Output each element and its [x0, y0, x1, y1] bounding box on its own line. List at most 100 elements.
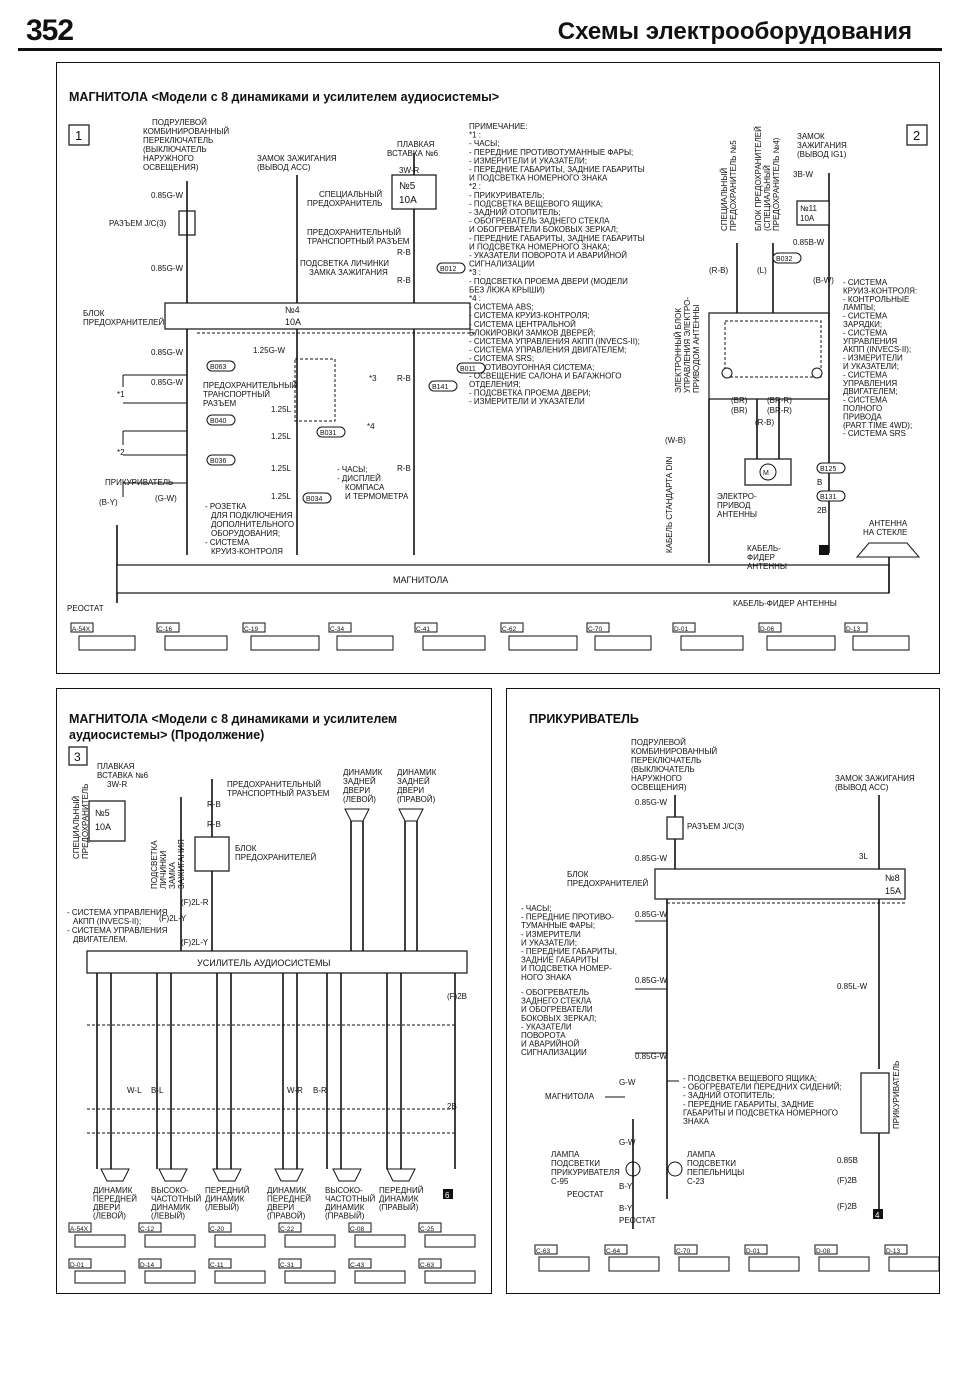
legend-conn-tag: [586, 622, 610, 633]
svg-text:НАРУЖНОГО: НАРУЖНОГО: [143, 154, 194, 163]
wire-code: (R-B): [755, 418, 774, 427]
circuit-item: - ОБОГРЕВАТЕЛИ ПЕРЕДНИХ СИДЕНИЙ;: [683, 1083, 842, 1092]
special-fuse5-label: СПЕЦИАЛЬНЫЙ ПРЕДОХРАНИТЕЛЬ №5: [720, 140, 738, 231]
fusible-link-label: ПЛАВКАЯ ВСТАВКА №6: [387, 140, 439, 158]
wire-code: B: [817, 478, 822, 487]
wire-code: R-B: [397, 374, 411, 383]
svg-text:ТРАНСПОРТНЫЙ РАЗЪЕМ: ТРАНСПОРТНЫЙ РАЗЪЕМ: [307, 237, 410, 246]
circuit-item: И АВАРИЙНОЙ: [521, 1040, 580, 1049]
circuit-item: - ПЕРЕДНИЕ ПРОТИВО-: [521, 913, 614, 922]
legend-conn-tag: [70, 622, 94, 633]
speaker-label: ПЕРЕДНЕЙ: [267, 1195, 311, 1204]
svg-text:- ЧАСЫ;: - ЧАСЫ;: [337, 465, 367, 474]
svg-text:ФИДЕР: ФИДЕР: [747, 553, 775, 562]
wire-code: 3W-R: [399, 166, 420, 175]
rheostat-label-3b: РЕОСТАТ: [619, 1216, 656, 1225]
legend-conn-id: C-20: [210, 1226, 224, 1233]
speaker-label: ВЫСОКО-: [151, 1186, 189, 1195]
splice-tag-frame: [816, 490, 846, 502]
system-item: - СИСТЕМА: [843, 370, 888, 379]
system-item: - СИСТЕМА: [843, 328, 888, 337]
speaker-label: ПЕРЕДНЕЙ: [93, 1195, 137, 1204]
legend-conn-id: C-08: [350, 1226, 364, 1233]
legend-conn-id: C-22: [280, 1226, 294, 1233]
fuse-block-box-2: [194, 836, 230, 872]
svg-text:ПЛАВКАЯ: ПЛАВКАЯ: [397, 140, 435, 149]
note-line: И ОБОГРЕВАТЕЛИ БОКОВЫХ ЗЕРКАЛ;: [469, 225, 618, 234]
splice-tag: B125: [820, 466, 836, 473]
legend-conn-id: C-63: [420, 1262, 434, 1269]
legend-conn-tag: [884, 1244, 908, 1255]
svg-text:ПЕПЕЛЬНИЦЫ: ПЕПЕЛЬНИЦЫ: [687, 1168, 744, 1177]
legend-conn-tag: [744, 1244, 768, 1255]
svg-text:(ВЫВОД ACC): (ВЫВОД ACC): [835, 783, 889, 792]
svg-text:C-23: C-23: [687, 1177, 705, 1186]
svg-text:ДОПОЛНИТЕЛЬНОГО: ДОПОЛНИТЕЛЬНОГО: [211, 520, 294, 529]
system-item: КРУИЗ-КОНТРОЛЯ:: [843, 286, 917, 295]
marker-3: *3: [369, 374, 377, 383]
wire-code: (BR): [731, 396, 748, 405]
lighter-box: [860, 1072, 890, 1134]
panel-radio-8-speakers: МАГНИТОЛА <Модели с 8 динамиками и усили…: [56, 62, 940, 674]
legend-conn-shape: [594, 635, 652, 651]
circuit-item: НОГО ЗНАКА: [521, 973, 572, 982]
system-item: ДВИГАТЕЛЕМ;: [843, 387, 898, 396]
system-item: УПРАВЛЕНИЯ: [843, 379, 897, 388]
circuit-item: - ЧАСЫ;: [521, 904, 551, 913]
wire-code: 1.25L: [271, 492, 292, 501]
circuit-item: ЗАДНИЕ ГАБАРИТЫ: [521, 956, 599, 965]
svg-text:ПРЕДОХРАНИТЕЛЬНЫЙ: ПРЕДОХРАНИТЕЛЬНЫЙ: [227, 780, 321, 789]
svg-text:ЛАМПА: ЛАМПА: [551, 1150, 580, 1159]
svg-text:КОМПАСА: КОМПАСА: [345, 483, 385, 492]
legend-conn-tag: [278, 1222, 302, 1233]
legend-conn-id: D-01: [746, 1248, 760, 1255]
svg-text:ПРИКУРИВАТЕЛЯ: ПРИКУРИВАТЕЛЯ: [551, 1168, 620, 1177]
wire-code-labels: 0.85G-W0.85G-W1.25G-W0.85G-W0.85G-W1.25L…: [99, 166, 834, 515]
wire-code: R-B: [207, 800, 221, 809]
svg-text:АКПП (INVECS-II);: АКПП (INVECS-II);: [73, 917, 141, 926]
svg-text:(ВЫКЛЮЧАТЕЛЬ: (ВЫКЛЮЧАТЕЛЬ: [631, 765, 695, 774]
legend-conn-tag: [208, 1222, 232, 1233]
speaker-label: ВЫСОКО-: [325, 1186, 363, 1195]
wire-code: B-L: [151, 1086, 164, 1095]
circuit-item: БОКОВЫХ ЗЕРКАЛ;: [521, 1014, 596, 1023]
lighter-vertical-label: ПРИКУРИВАТЕЛЬ: [892, 1061, 901, 1129]
ignition-ig1-label: ЗАМОК ЗАЖИГАНИЯ (ВЫВОД IG1): [797, 132, 847, 159]
note-line: - СИСТЕМА ЦЕНТРАЛЬНОЙ: [469, 320, 576, 329]
system-item: ПОЛНОГО: [843, 404, 882, 413]
panel3-title: ПРИКУРИВАТЕЛЬ: [529, 712, 639, 726]
circuit-item: - ОБОГРЕВАТЕЛЬ: [521, 988, 589, 997]
wire-code: (F)2L-Y: [159, 914, 187, 923]
legend-conn-shape: [144, 1270, 196, 1284]
svg-text:КРУИЗ-КОНТРОЛЯ: КРУИЗ-КОНТРОЛЯ: [211, 547, 283, 556]
note-line: *4 :: [469, 294, 481, 303]
legend-conn-tag: [278, 1258, 302, 1269]
svg-text:ОСВЕЩЕНИЯ): ОСВЕЩЕНИЯ): [143, 163, 199, 172]
motor-glyph: M: [763, 470, 769, 477]
note-line: *1 :: [469, 131, 481, 140]
svg-text:ПРЕДОХРАНИТЕЛЬНЫЙ: ПРЕДОХРАНИТЕЛЬНЫЙ: [203, 381, 297, 390]
svg-text:ПРЕДОХРАНИТЕЛЬ №4): ПРЕДОХРАНИТЕЛЬ №4): [772, 137, 781, 231]
din-cable-label: КАБЕЛЬ СТАНДАРТА DIN: [665, 457, 674, 553]
section-badge-1: [68, 124, 90, 146]
legend-conn-shape: [608, 1256, 660, 1272]
legend-conn-tag: [68, 1222, 92, 1233]
note-line: - ПОДСВЕТКА ВЕЩЕВОГО ЯЩИКА;: [469, 199, 603, 208]
svg-text:ДВЕРИ: ДВЕРИ: [343, 786, 370, 795]
transport-connector-label: ПРЕДОХРАНИТЕЛЬНЫЙ ТРАНСПОРТНЫЙ РАЗЪЕМ: [307, 228, 410, 246]
speaker-label: ДИНАМИК: [379, 1195, 419, 1204]
legend-conn-tag: [242, 622, 266, 633]
ground-4-number: 4: [875, 1211, 880, 1220]
wire-code: 2B: [817, 506, 827, 515]
wire-code: 1.25L: [271, 405, 292, 414]
circuit-item: - УКАЗАТЕЛИ: [521, 1022, 572, 1031]
wire-code: (B-W): [813, 276, 834, 285]
legend-conn-tag: [418, 1222, 442, 1233]
legend-conn-shape: [888, 1256, 939, 1272]
wire-code: G-W: [619, 1138, 636, 1147]
svg-text:БЛОК: БЛОК: [235, 844, 257, 853]
wire-code: (R-B): [709, 266, 728, 275]
circuit-item: - ПОДСВЕТКА ВЕЩЕВОГО ЯЩИКА;: [683, 1074, 817, 1083]
legend-conn-shape: [74, 1270, 126, 1284]
